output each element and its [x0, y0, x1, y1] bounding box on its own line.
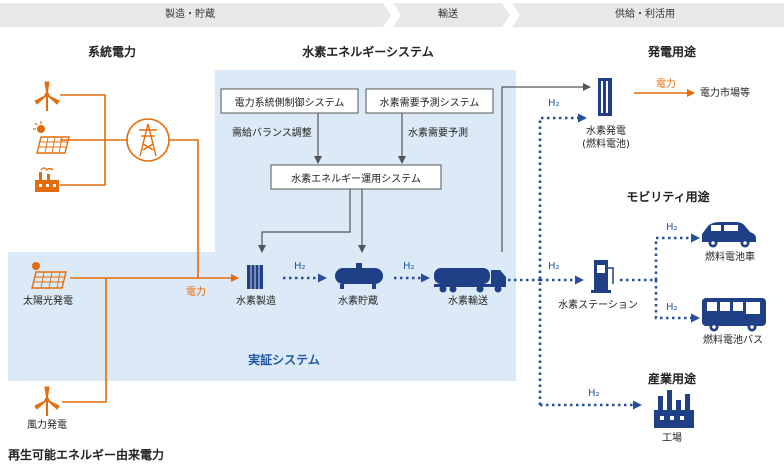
storage-label: 水素貯蔵 — [338, 296, 378, 307]
production-label: 水素製造 — [236, 296, 276, 307]
station-label: 水素ステーション — [558, 300, 638, 311]
h2-to-fcv — [654, 233, 700, 280]
power-gen-label: 水素発電 — [586, 126, 626, 137]
demand-forecast-label: 水素需要予測システム — [379, 97, 480, 109]
solar-panel-demo-icon — [31, 262, 67, 289]
fc-bus-label: 燃料電池バス — [703, 335, 763, 346]
transmission-tower-icon — [126, 118, 170, 162]
stage-supply-label: 供給・利活用 — [615, 9, 675, 20]
fcv-label: 燃料電池車 — [705, 252, 755, 263]
h2-label-factory: H₂ — [588, 388, 600, 399]
h2-to-power-gen — [538, 113, 587, 405]
line-wind2-to-solar-line — [62, 278, 107, 403]
power-use-heading: 発電用途 — [647, 45, 697, 59]
balance-label: 需給バランス調整 — [232, 128, 312, 139]
arrow-to-power-use — [501, 83, 591, 252]
demo-system-label: 実証システム — [248, 353, 320, 367]
tanker-truck-icon — [434, 268, 506, 293]
factory-label: 工場 — [662, 433, 682, 444]
solar-label: 太陽光発電 — [23, 296, 73, 307]
line-grid-to-production — [168, 139, 199, 278]
grid-power-heading: 系統電力 — [87, 45, 137, 59]
stage-header — [0, 3, 784, 27]
bus-icon — [702, 298, 766, 332]
hydrogen-station-icon — [591, 260, 614, 293]
renewable-power-label: 再生可能エネルギー由来電力 — [8, 448, 165, 462]
transport-label: 水素輸送 — [448, 296, 488, 307]
wind-label: 風力発電 — [27, 420, 67, 431]
h2-label-bus: H₂ — [666, 302, 678, 313]
h2-label-power: H₂ — [548, 98, 560, 109]
car-icon — [702, 222, 756, 248]
h2-to-bus — [654, 280, 700, 323]
solar-panel-icon — [33, 121, 70, 154]
industrial-use-heading: 産業用途 — [647, 372, 697, 386]
factory-icon — [654, 390, 694, 428]
h2-label-2: H₂ — [403, 261, 415, 272]
power-label-market: 電力 — [656, 79, 676, 90]
h2-label-station: H₂ — [548, 261, 560, 272]
h2-label-car: H₂ — [666, 222, 678, 233]
market-label: 電力市場等 — [700, 88, 750, 99]
demo-system-area — [8, 70, 516, 381]
mobility-use-heading: モビリティ用途 — [626, 190, 710, 204]
storage-tank-icon — [335, 263, 383, 289]
arrow-op-to-production — [258, 189, 351, 253]
wind-turbine-bottom-icon — [34, 386, 60, 416]
demand-forecast-box — [365, 88, 494, 114]
grid-control-label: 電力系統側制御システム — [234, 97, 345, 109]
forecast-label: 水素需要予測 — [408, 128, 468, 139]
operation-label: 水素エネルギー運用システム — [291, 173, 421, 185]
operation-box — [270, 164, 442, 190]
h2-label-1: H₂ — [294, 261, 306, 272]
wind-turbine-icon — [34, 81, 60, 111]
grid-control-box — [220, 88, 359, 114]
production-tank-icon — [247, 265, 263, 289]
fuel-cell-label: (燃料電池) — [582, 139, 630, 150]
fuel-cell-icon — [598, 78, 612, 116]
stage-manufacturing-label: 製造・貯蔵 — [165, 9, 215, 20]
power-plant-icon — [35, 167, 59, 192]
stage-transport-label: 輸送 — [438, 9, 458, 20]
hydrogen-system-heading: 水素エネルギーシステム — [302, 45, 434, 59]
power-label-demo: 電力 — [186, 287, 206, 298]
